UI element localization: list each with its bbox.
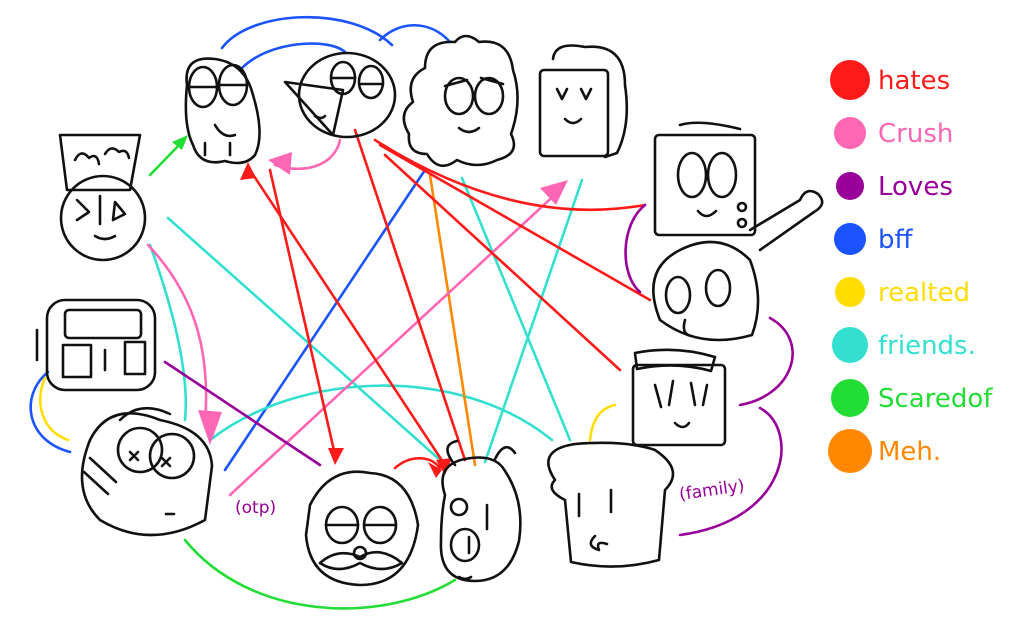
legend-dot-hates	[830, 60, 870, 100]
link-friends-5	[208, 384, 554, 442]
bone-ghost-character-icon	[652, 189, 824, 342]
arrowheads	[172, 135, 568, 478]
link-hates-5	[378, 143, 652, 302]
arrowhead-red-1	[240, 162, 256, 180]
annotations: (otp) (family)	[235, 476, 746, 518]
toaster-character-icon	[35, 298, 157, 392]
bandana-box-character-icon	[631, 348, 727, 447]
legend-dot-realted	[835, 277, 865, 307]
link-friends-3	[460, 176, 572, 442]
legend-label-loves: Loves	[878, 172, 953, 202]
bread-character-icon	[547, 441, 675, 568]
link-realted-toaster	[38, 376, 70, 442]
link-scared-bucket-tired	[148, 140, 184, 177]
characters	[35, 34, 824, 587]
legend-label-crush: Crush	[878, 119, 953, 149]
legend-dot-friends	[832, 327, 868, 363]
link-loves-family-3	[678, 406, 783, 537]
link-crush-long	[228, 188, 562, 497]
legend-label-scared: Scaredof	[878, 384, 993, 414]
link-crush-bucket-glasses	[146, 243, 208, 427]
arrowhead-pink-glasses	[198, 410, 222, 445]
link-bff-top-3	[378, 23, 452, 44]
legend-dot-scared	[831, 379, 869, 417]
legend-dot-crush	[834, 117, 866, 149]
arrowhead-red-3	[436, 458, 452, 475]
legend-label-bff: bff	[878, 225, 914, 255]
link-loves-family-1	[624, 203, 647, 294]
antenna-blob-character-icon	[439, 439, 522, 583]
bucket-hat-character-icon	[58, 133, 147, 262]
link-loves-family-2	[738, 316, 794, 407]
link-scared-bottom	[183, 538, 457, 610]
otp-label: (otp)	[235, 498, 276, 518]
legend-label-friends: friends.	[878, 331, 976, 361]
glasses-bandage-character-icon	[80, 406, 214, 537]
link-hates-2	[268, 168, 337, 457]
legend-label-realted: realted	[878, 278, 970, 308]
arrowhead-pink-beak	[268, 152, 292, 175]
arrowhead-red-2	[328, 448, 344, 465]
hairy-character-icon	[402, 34, 519, 168]
legend-label-hates: hates	[878, 66, 950, 96]
mustache-character-icon	[304, 470, 420, 587]
link-bff-long	[223, 168, 427, 472]
beak-character-icon	[283, 51, 397, 139]
legend-dot-loves	[836, 172, 864, 200]
link-hates-3	[353, 128, 467, 462]
arrowhead-pink-long	[540, 180, 568, 205]
legend-dot-meh	[828, 429, 872, 473]
link-realted-bread	[588, 403, 617, 442]
link-bff-top-1	[220, 15, 394, 50]
family-label: (family)	[678, 476, 746, 505]
tv-box-character-icon	[653, 121, 757, 237]
arrowhead-red-4	[428, 462, 442, 478]
link-friends-2	[166, 216, 442, 462]
link-hates-mustache-antenna	[393, 456, 442, 470]
link-loves-otp	[163, 360, 322, 467]
square-hair-character-icon	[538, 44, 629, 159]
tired-eyes-character-icon	[184, 57, 261, 165]
link-meh	[428, 173, 477, 467]
arrowhead-green	[172, 135, 188, 150]
legend-dot-bff	[834, 223, 866, 255]
link-hates-6	[383, 153, 622, 372]
link-friends-1	[148, 243, 187, 422]
legend-label-meh: Meh.	[878, 437, 941, 467]
link-friends-4	[483, 178, 584, 464]
relationship-links	[29, 15, 794, 610]
link-hates-4	[373, 138, 647, 212]
link-bff-toaster-glasses	[29, 370, 72, 454]
link-bff-top-2	[240, 42, 347, 70]
